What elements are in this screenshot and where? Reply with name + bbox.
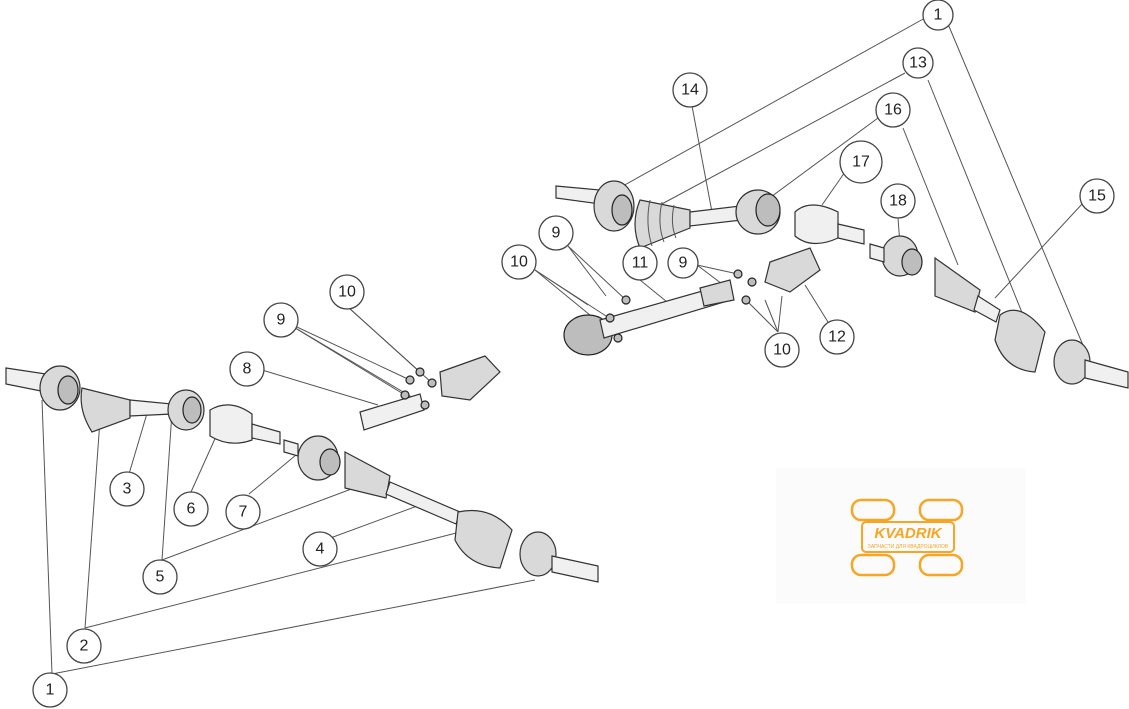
kvadrik-logo: KVADRIK ЗАПЧАСТИ ДЛЯ КВАДРОЦИКЛОВ: [776, 468, 1026, 603]
callout-5: 5: [142, 559, 178, 595]
tire-icon: [850, 553, 896, 577]
callout-6: 6: [173, 491, 209, 527]
callout-9-b: 9: [667, 247, 699, 279]
callout-label: 14: [681, 82, 699, 99]
callout-2: 2: [66, 628, 102, 664]
highlight-ring: [839, 140, 883, 184]
callout-label: 6: [187, 501, 196, 518]
logo-tagline: ЗАПЧАСТИ ДЛЯ КВАДРОЦИКЛОВ: [868, 544, 949, 550]
tire-icon: [918, 553, 964, 577]
callout-label: 17: [852, 154, 870, 171]
callout-10-a: 10: [501, 244, 537, 280]
callout-14: 14: [672, 72, 708, 108]
callout-9-a: 9: [538, 215, 574, 251]
callout-label: 4: [316, 541, 325, 558]
logo-frame: [861, 521, 955, 553]
callout-label: 11: [632, 255, 649, 272]
callout-13: 13: [902, 47, 934, 79]
tire-icon: [918, 498, 964, 522]
callout-10-c: 10: [329, 274, 365, 310]
callout-1-bottom: 1: [32, 672, 68, 708]
callout-1-top: 1: [922, 0, 954, 31]
callout-label: 10: [338, 284, 356, 301]
callout-label: 18: [889, 193, 907, 210]
callout-label: 5: [156, 569, 165, 586]
callout-label: 3: [123, 481, 132, 498]
callout-12: 12: [819, 319, 855, 355]
front-drive-assembly: [5, 355, 599, 583]
logo-brand: KVADRIK: [874, 525, 942, 542]
callout-label: 9: [679, 255, 688, 272]
callout-15: 15: [1079, 178, 1115, 214]
rear-drive-assembly: [555, 180, 1129, 389]
callout-11: 11: [622, 245, 658, 281]
callout-16: 16: [875, 92, 911, 128]
callout-label: 9: [552, 225, 561, 242]
leader-lines: [41, 17, 1086, 675]
callout-label: 10: [510, 254, 528, 271]
callout-label: 8: [243, 361, 252, 378]
callout-label: 10: [773, 342, 791, 359]
callout-9-c: 9: [263, 302, 299, 338]
callout-3: 3: [109, 471, 145, 507]
callout-label: 9: [277, 312, 286, 329]
callout-label: 16: [884, 102, 902, 119]
callout-label: 1: [46, 682, 55, 699]
callout-label: 2: [80, 638, 89, 655]
tire-icon: [850, 498, 896, 522]
callout-8: 8: [229, 351, 265, 387]
callout-label: 1: [934, 7, 943, 24]
callout-label: 12: [828, 329, 846, 346]
callout-label: 7: [239, 504, 248, 521]
callout-4: 4: [302, 531, 338, 567]
callout-7: 7: [225, 494, 261, 530]
callout-label: 13: [909, 55, 927, 72]
callout-label: 15: [1088, 188, 1106, 205]
callout-18: 18: [880, 183, 916, 219]
callout-17: 17: [839, 140, 883, 184]
callout-10-b: 10: [764, 332, 800, 368]
